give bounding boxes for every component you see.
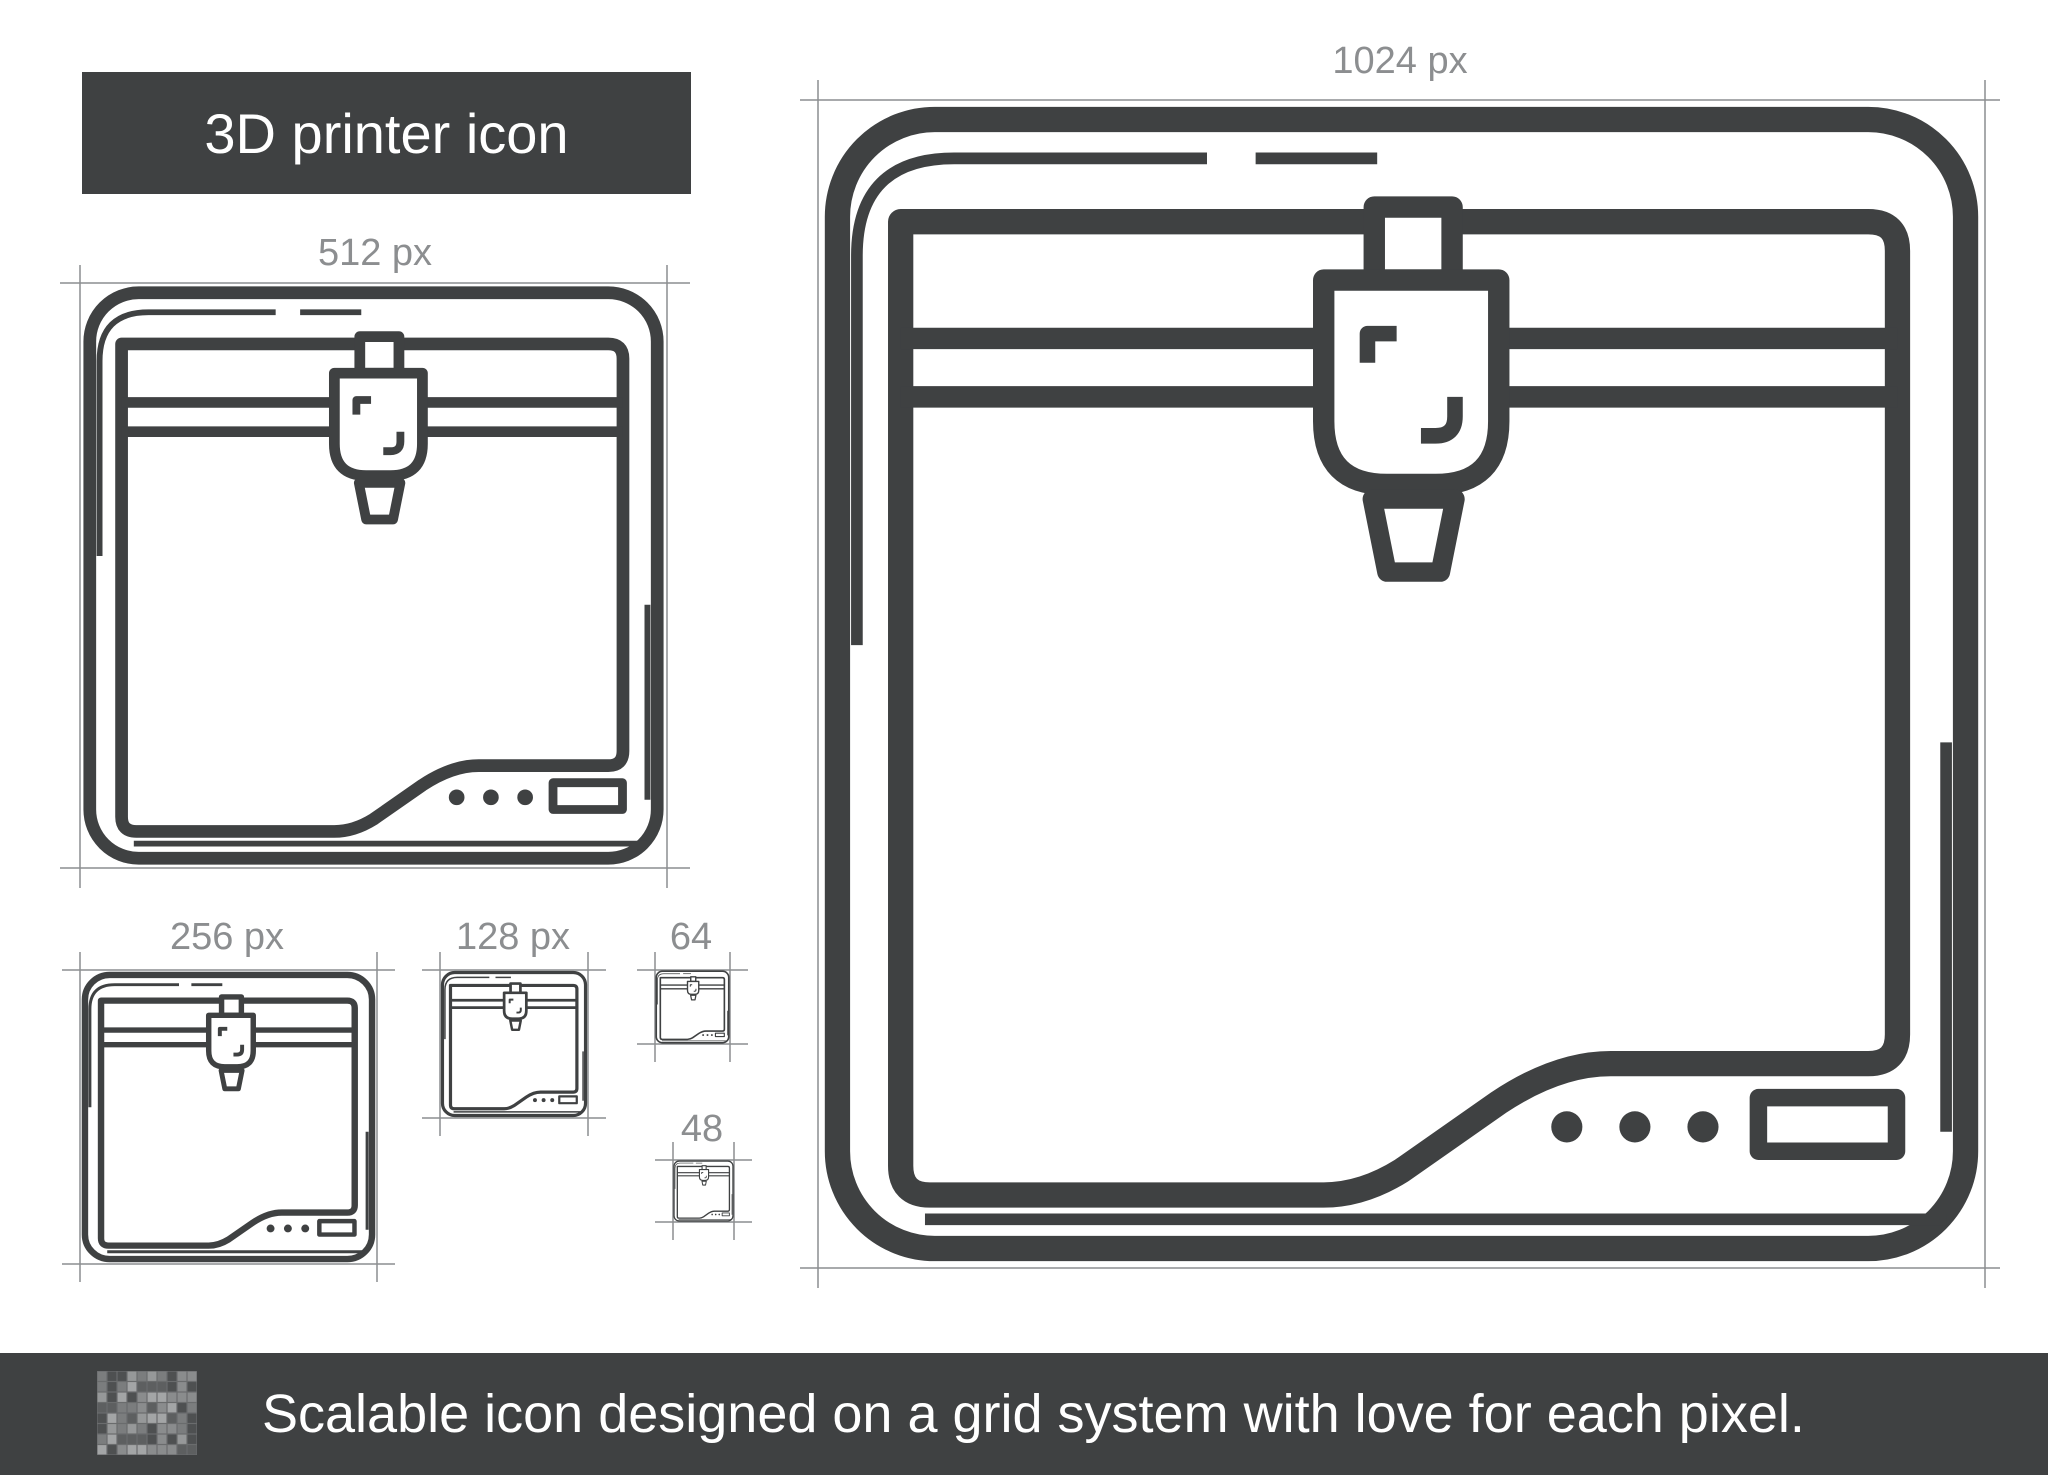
size-label-64: 64: [669, 916, 713, 958]
size-label-1024: 1024 px: [1332, 40, 1468, 82]
size-label-48: 48: [680, 1108, 724, 1150]
dimension-guides: [60, 80, 2000, 1288]
printer-icon-64: [655, 970, 730, 1044]
grid-pattern-icon: [97, 1371, 197, 1455]
size-label-256: 256 px: [169, 916, 285, 958]
size-label-128: 128 px: [455, 916, 571, 958]
title-text: 3D printer icon: [204, 101, 569, 165]
printer-icon-256: [80, 970, 377, 1264]
printer-icon-1024: [818, 100, 1985, 1268]
printer-icon-48: [673, 1160, 734, 1222]
printer-icon-128: [440, 970, 588, 1118]
printer-icon-512: [80, 283, 667, 868]
footer-bar: Scalable icon designed on a grid system …: [0, 1353, 2048, 1475]
footer-text: Scalable icon designed on a grid system …: [262, 1384, 1805, 1444]
page-title: 3D printer icon: [82, 72, 691, 194]
size-label-512: 512 px: [317, 232, 433, 274]
